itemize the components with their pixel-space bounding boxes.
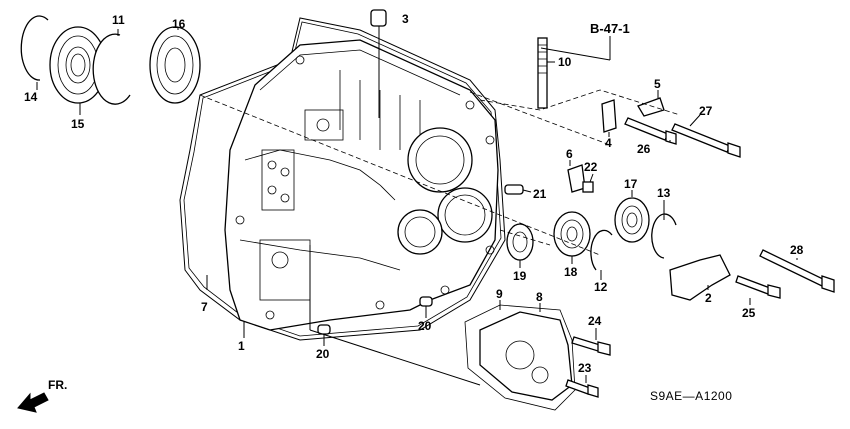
oil-seal-19[interactable]	[506, 223, 534, 261]
callout-20-housing[interactable]: 20	[316, 347, 330, 361]
callout-5[interactable]: 5	[654, 77, 661, 91]
callout-17[interactable]: 17	[624, 177, 638, 191]
end-cover[interactable]	[464, 304, 576, 411]
snap-ring-14[interactable]	[20, 15, 49, 81]
callout-13[interactable]: 13	[657, 186, 671, 200]
callout-16[interactable]: 16	[172, 17, 186, 31]
callout-26[interactable]: 26	[637, 142, 651, 156]
page-reference[interactable]: B-47-1	[590, 21, 630, 36]
callout-4[interactable]: 4	[605, 136, 612, 150]
dowel-pin-20-b[interactable]	[419, 296, 433, 307]
transmission-housing[interactable]	[224, 39, 499, 331]
plug[interactable]	[370, 9, 387, 27]
callout-24[interactable]: 24	[588, 314, 602, 328]
callout-25[interactable]: 25	[742, 306, 756, 320]
drawing-code: S9AE—A1200	[650, 389, 732, 403]
callout-11[interactable]: 11	[112, 13, 125, 27]
callout-1[interactable]: 1	[238, 339, 245, 353]
callout-27[interactable]: 27	[699, 104, 713, 118]
bolt-25[interactable]	[735, 275, 781, 299]
callout-6[interactable]: 6	[566, 147, 573, 161]
snap-ring-13[interactable]	[651, 213, 677, 259]
callout-20-rear[interactable]: 20	[418, 319, 432, 333]
callout-12[interactable]: 12	[594, 280, 608, 294]
callout-9[interactable]: 9	[496, 287, 503, 301]
stud-bolt[interactable]	[537, 37, 548, 109]
callout-3[interactable]: 3	[402, 12, 409, 26]
bolt-22[interactable]	[582, 181, 594, 193]
callout-7[interactable]: 7	[201, 300, 208, 314]
snap-ring-11[interactable]	[92, 33, 131, 105]
callout-18[interactable]: 18	[564, 265, 578, 279]
callout-22[interactable]: 22	[584, 160, 598, 174]
callout-2[interactable]: 2	[705, 291, 712, 305]
callout-19[interactable]: 19	[513, 269, 527, 283]
callout-14[interactable]: 14	[24, 90, 38, 104]
front-direction-arrow-icon	[17, 392, 49, 413]
front-direction-label: FR.	[48, 378, 67, 392]
bolt-27[interactable]	[671, 123, 741, 158]
bearing-18[interactable]	[553, 211, 591, 257]
callout-15[interactable]: 15	[71, 117, 85, 131]
callout-10[interactable]: 10	[558, 55, 572, 69]
bolt-23[interactable]	[565, 379, 599, 398]
bracket-4[interactable]	[601, 99, 617, 133]
bolt-24[interactable]	[571, 336, 611, 356]
callout-8[interactable]: 8	[536, 290, 543, 304]
gasket[interactable]	[179, 17, 506, 341]
callout-23[interactable]: 23	[578, 361, 592, 375]
bearing-16[interactable]	[149, 26, 201, 104]
bracket-5[interactable]	[637, 97, 665, 117]
callout-21[interactable]: 21	[533, 187, 547, 201]
bracket-2[interactable]	[669, 254, 731, 301]
bolt-26[interactable]	[624, 117, 677, 145]
snap-ring-12[interactable]	[590, 229, 613, 271]
bolt-28[interactable]	[759, 249, 835, 293]
callout-28[interactable]: 28	[790, 243, 804, 257]
dowel-pin-21[interactable]	[504, 184, 524, 195]
bearing-17[interactable]	[614, 197, 650, 243]
